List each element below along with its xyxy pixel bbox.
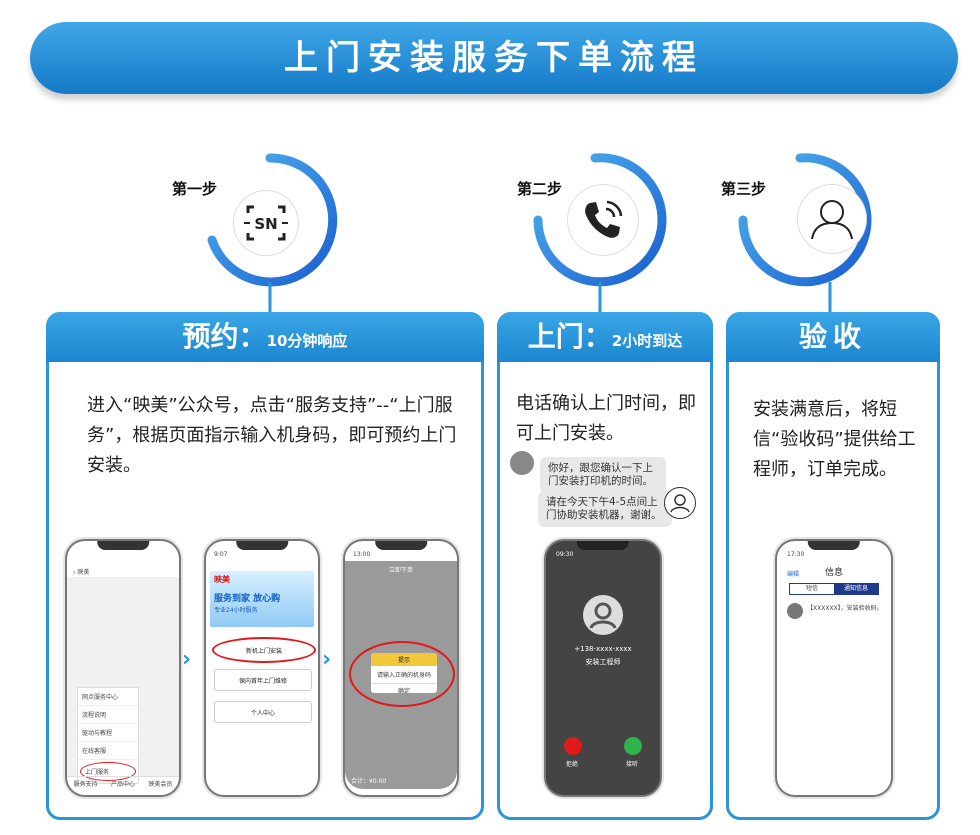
accept-card-header: 验收	[726, 312, 940, 362]
step1-label: 第一步	[172, 180, 218, 198]
visit-text: 电话确认上门时间，即可上门安装。	[516, 393, 696, 444]
tab-sms[interactable]: 短信	[805, 585, 818, 592]
promo-banner: 映美 服务到家 放心购 专业24小时服务	[210, 571, 314, 627]
title-banner: 上门安装服务下单流程	[30, 22, 958, 94]
svg-text:SN: SN	[254, 215, 277, 233]
tab-products[interactable]: 产品中心	[110, 780, 135, 788]
sn-scan-icon: SN	[234, 191, 298, 255]
sms-header: 信息	[824, 568, 843, 578]
status-time: 9:07	[214, 551, 228, 558]
back-link[interactable]: ‹ 映美	[73, 569, 90, 576]
caller-avatar-icon	[583, 595, 623, 635]
visit-subtitle: 2小时到达	[611, 332, 683, 350]
menu-item[interactable]: 流程说明	[78, 706, 138, 724]
phone-order-form: 13:00 立即下单 提示 请输入正确的机身码 确定 合计：¥0.00	[343, 539, 459, 797]
sms-tabs: 短信 通知信息	[789, 583, 879, 595]
menu-item-onsite-service[interactable]: 上门服务	[80, 762, 136, 781]
brand-logo: 映美	[214, 575, 230, 584]
tab-member[interactable]: 映美会员	[148, 780, 173, 788]
person-icon	[798, 185, 866, 253]
decline-call-button[interactable]	[564, 737, 582, 755]
banner-text: 服务到家 放心购	[214, 594, 281, 604]
decline-label: 拒绝	[566, 761, 579, 768]
booking-subtitle: 10分钟响应	[266, 332, 348, 350]
step3-label: 第三步	[721, 180, 767, 198]
step3-ring	[738, 153, 872, 312]
personal-center-label: 个人中心	[250, 709, 275, 717]
booking-text: 进入“映美”公众号，点击“服务支持”--“上门服务”，根据页面指示输入机身码，即…	[87, 395, 457, 476]
visit-card-header: 上门：2小时到达	[497, 312, 713, 362]
step2-ring	[533, 153, 667, 312]
visit-title: 上门：	[527, 320, 612, 353]
status-time: 13:00	[353, 551, 371, 558]
booking-card: 预约：10分钟响应 进入“映美”公众号，点击“服务支持”--“上门服务”，根据页…	[46, 312, 484, 820]
personal-center-button[interactable]: 个人中心	[214, 701, 312, 723]
new-install-label: 新机上门安装	[245, 647, 282, 655]
accept-card: 验收 安装满意后，将短信“验收码”提供给工程师，订单完成。 17:30 编辑 信…	[726, 312, 940, 820]
customer-avatar-icon	[664, 487, 696, 519]
page-title: 上门安装服务下单流程	[284, 38, 704, 78]
booking-title: 预约：	[182, 320, 267, 353]
phone-sms: 17:30 编辑 信息 短信 通知信息 【XXXXXX】，安装验收码。	[775, 539, 893, 797]
accept-call-button[interactable]	[624, 737, 642, 755]
accept-label: 接听	[626, 761, 639, 768]
phone-call-icon	[568, 185, 638, 255]
warranty-repair-label: 保内首年上门维修	[238, 677, 287, 685]
edit-link[interactable]: 编辑	[787, 571, 800, 578]
arrow-right-icon: ›	[322, 647, 332, 672]
accept-title: 验收	[798, 320, 867, 353]
sender-avatar	[787, 603, 803, 619]
step2-label: 第二步	[517, 180, 563, 198]
phone-wechat-menu: ‹ 映美 网点服务中心 流程说明 驱动与教程 在线客服 上门服务 服务支持 产品…	[65, 539, 181, 797]
booking-card-header: 预约：10分钟响应	[46, 312, 484, 362]
order-header: 立即下单	[388, 567, 413, 574]
caller-name: 安装工程师	[585, 658, 621, 666]
accept-text: 安装满意后，将短信“验收码”提供给工程师，订单完成。	[753, 399, 916, 480]
banner-sub: 专业24小时服务	[214, 607, 258, 614]
sms-message: 【XXXXXX】，安装验收码。	[807, 605, 883, 612]
warranty-repair-button[interactable]: 保内首年上门维修	[214, 669, 312, 691]
new-install-button[interactable]: 新机上门安装	[212, 637, 316, 663]
status-time: 09:30	[556, 551, 574, 558]
chat-bubble-customer: 请在今天下午4-5点间上门协助安装机器，谢谢。	[538, 491, 672, 527]
phone-incoming-call: 09:30 +138-xxxx-xxxx 安装工程师 拒绝 接听	[544, 539, 662, 797]
phone-service-page: 9:07 映美 服务到家 放心购 专业24小时服务 新机上门安装 保内首年上门维…	[204, 539, 320, 797]
chat-bubble-engineer: 你好，跟您确认一下上门安装打印机的时间。	[540, 457, 666, 493]
status-time: 17:30	[787, 551, 805, 558]
tab-notice[interactable]: 通知信息	[834, 584, 878, 594]
highlight-circle	[349, 641, 455, 707]
menu-item[interactable]: 在线客服	[78, 742, 138, 760]
menu-item[interactable]: 驱动与教程	[78, 724, 138, 742]
order-total: 合计：¥0.00	[351, 778, 387, 785]
arrow-right-icon: ›	[182, 647, 192, 672]
tab-service[interactable]: 服务支持	[73, 780, 98, 788]
avatar	[510, 451, 534, 475]
visit-card: 上门：2小时到达 电话确认上门时间，即可上门安装。 你好，跟您确认一下上门安装打…	[497, 312, 713, 820]
service-menu: 网点服务中心 流程说明 驱动与教程 在线客服 上门服务	[77, 687, 139, 784]
menu-item[interactable]: 网点服务中心	[78, 688, 138, 706]
caller-number: +138-xxxx-xxxx	[574, 645, 632, 653]
step1-ring	[207, 153, 338, 312]
